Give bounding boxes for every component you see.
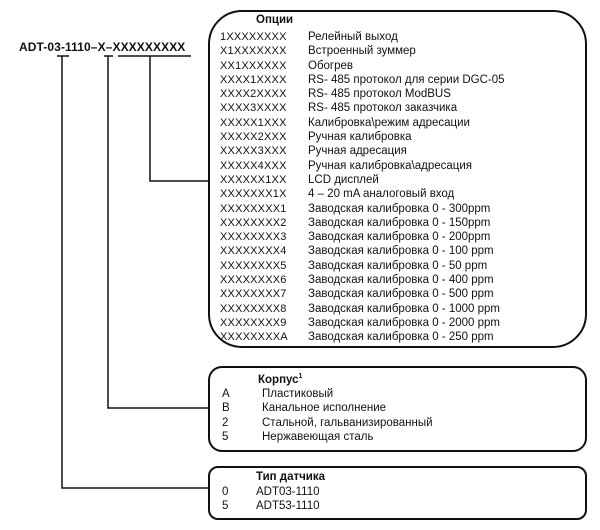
- sensor-type-code: 5: [222, 500, 229, 513]
- housing-code: A: [222, 388, 230, 400]
- housing-desc: Пластиковый: [262, 388, 334, 400]
- list-item: XXXXXXXX2 Заводская калибровка 0 - 150ppm: [220, 216, 585, 230]
- option-desc: Заводская калибровка 0 - 150ppm: [308, 216, 491, 229]
- sensor-type-code: 0: [222, 486, 229, 498]
- option-code: X1XXXXXXX: [220, 45, 287, 58]
- option-code: XXXXXXXX6: [220, 274, 287, 287]
- option-code: XXXX1XXXX: [220, 73, 287, 86]
- list-item: XXXXXXXX7 Заводская калибровка 0 - 500 pp…: [220, 287, 585, 301]
- list-item: XXXXX4XXX Ручная калибровка\адресация: [220, 159, 585, 173]
- housing-code: B: [222, 402, 230, 415]
- option-code: XXXXX1XXX: [220, 116, 287, 129]
- option-code: XXXXX4XXX: [220, 159, 287, 172]
- option-desc: RS- 485 протокол заказчика: [308, 102, 458, 115]
- list-item: XXXXX2XXX Ручная калибровка: [220, 130, 585, 144]
- sensor-type-desc: ADT03-1110: [256, 486, 320, 498]
- list-item: X1XXXXXXX Встроенный зуммер: [220, 44, 585, 58]
- list-item: 2 Стальной, гальванизированный: [222, 416, 585, 430]
- option-desc: Ручная калибровка: [308, 131, 412, 144]
- option-desc: Заводская калибровка 0 - 100 ppm: [308, 245, 494, 258]
- option-code: XXXXXXXX8: [220, 302, 287, 315]
- list-item: XXXXX3XXX Ручная адресация: [220, 144, 585, 158]
- option-desc: 4 – 20 mA аналоговый вход: [308, 188, 455, 201]
- option-code: XXXXXXXX4: [220, 245, 287, 258]
- list-item: XXXX2XXXX RS- 485 протокол ModBUS: [220, 87, 585, 101]
- option-desc: Ручная калибровка\адресация: [308, 159, 473, 172]
- housing-code: 2: [222, 416, 229, 429]
- list-item: XXXXXXXX6 Заводская калибровка 0 - 400 pp…: [220, 273, 585, 287]
- list-item: 5 ADT53-1110: [222, 499, 585, 513]
- list-item: XXXXXXXXA Заводская калибровка 0 - 250 pp…: [220, 330, 585, 344]
- sensor-type-list: 0 ADT03-1110 5 ADT53-1110: [222, 485, 585, 514]
- housing-title-text: Корпус: [258, 374, 299, 386]
- options-box: Опции 1XXXXXXXX Релейный выход X1XXXXXXX В…: [208, 10, 587, 348]
- option-desc: Встроенный зуммер: [308, 45, 416, 58]
- list-item: XXXXXXXX3 Заводская калибровка 0 - 200ppm: [220, 230, 585, 244]
- option-code: XXXXXXXX1: [220, 202, 287, 215]
- option-code: XXXXXXXXA: [220, 331, 288, 344]
- option-desc: RS- 485 протокол ModBUS: [308, 88, 451, 101]
- options-title: Опции: [256, 14, 294, 26]
- list-item: XXXXXXXX9 Заводская калибровка 0 - 2000 p…: [220, 316, 585, 330]
- option-code: XXXXXX1XX: [220, 173, 287, 186]
- option-code: XXXXXXX1X: [220, 188, 287, 201]
- option-desc: Заводская калибровка 0 - 200ppm: [308, 231, 491, 244]
- option-code: XXXXXXXX7: [220, 288, 287, 301]
- option-code: XX1XXXXXX: [220, 59, 287, 72]
- sensor-type-box: Тип датчика 0 ADT03-1110 5 ADT53-1110: [208, 466, 587, 520]
- list-item: XXXX3XXXX RS- 485 протокол заказчика: [220, 101, 585, 115]
- housing-title: Корпус1: [258, 373, 302, 386]
- option-desc: Обогрев: [308, 59, 354, 72]
- housing-list: A Пластиковый B Канальное исполнение 2 Стал…: [222, 387, 585, 444]
- list-item: 5 Нержавеющая сталь: [222, 430, 585, 444]
- list-item: XXXX1XXXX RS- 485 протокол для серии DGC-…: [220, 73, 585, 87]
- option-code: XXXX3XXXX: [220, 102, 287, 115]
- list-item: XXXXXXX1X 4 – 20 mA аналоговый вход: [220, 187, 585, 201]
- housing-box: Корпус1 A Пластиковый B Канальное исполнен…: [208, 366, 587, 452]
- option-desc: Релейный выход: [308, 31, 398, 43]
- list-item: XXXXXX1XX LCD дисплей: [220, 173, 585, 187]
- option-desc: Заводская калибровка 0 - 2000 ppm: [308, 316, 500, 329]
- option-desc: LCD дисплей: [308, 173, 379, 186]
- option-code: XXXXX2XXX: [220, 131, 287, 144]
- housing-desc: Нержавеющая сталь: [262, 430, 374, 443]
- list-item: XXXXXXXX4 Заводская калибровка 0 - 100 pp…: [220, 244, 585, 258]
- list-item: 0 ADT03-1110: [222, 485, 585, 499]
- model-code: ADT-03-1110–X–XXXXXXXXX: [19, 40, 186, 54]
- housing-desc: Стальной, гальванизированный: [262, 416, 433, 429]
- sensor-type-desc: ADT53-1110: [256, 500, 320, 513]
- option-desc: Заводская калибровка 0 - 400 ppm: [308, 274, 494, 287]
- option-code: 1XXXXXXXX: [220, 31, 287, 43]
- option-code: XXXX2XXXX: [220, 88, 287, 101]
- housing-desc: Канальное исполнение: [262, 402, 387, 415]
- list-item: A Пластиковый: [222, 387, 585, 401]
- option-desc: Заводская калибровка 0 - 500 ppm: [308, 288, 494, 301]
- list-item: B Канальное исполнение: [222, 401, 585, 415]
- option-code: XXXXX3XXX: [220, 145, 287, 158]
- option-desc: Заводская калибровка 0 - 50 ppm: [308, 259, 488, 272]
- list-item: XXXXXXXX8 Заводская калибровка 0 - 1000 p…: [220, 302, 585, 316]
- option-desc: Ручная адресация: [308, 145, 407, 158]
- option-desc: Калибровка\режим адресации: [308, 116, 470, 129]
- list-item: XXXXX1XXX Калибровка\режим адресации: [220, 116, 585, 130]
- list-item: XXXXXXXX5 Заводская калибровка 0 - 50 ppm: [220, 259, 585, 273]
- options-list: 1XXXXXXXX Релейный выход X1XXXXXXX Встроен…: [220, 30, 585, 345]
- option-code: XXXXXXXX3: [220, 231, 287, 244]
- option-code: XXXXXXXX9: [220, 316, 287, 329]
- footnote-marker: 1: [298, 373, 303, 380]
- option-desc: Заводская калибровка 0 - 300ppm: [308, 202, 491, 215]
- option-desc: RS- 485 протокол для серии DGC-05: [308, 73, 505, 86]
- sensor-type-title: Тип датчика: [256, 471, 326, 483]
- option-desc: Заводская калибровка 0 - 1000 ppm: [308, 302, 500, 315]
- list-item: XXXXXXXX1 Заводская калибровка 0 - 300ppm: [220, 202, 585, 216]
- housing-code: 5: [222, 430, 229, 443]
- list-item: XX1XXXXXX Обогрев: [220, 59, 585, 73]
- list-item: 1XXXXXXXX Релейный выход: [220, 30, 585, 44]
- option-code: XXXXXXXX2: [220, 216, 287, 229]
- option-desc: Заводская калибровка 0 - 250 ppm: [308, 331, 494, 344]
- option-code: XXXXXXXX5: [220, 259, 287, 272]
